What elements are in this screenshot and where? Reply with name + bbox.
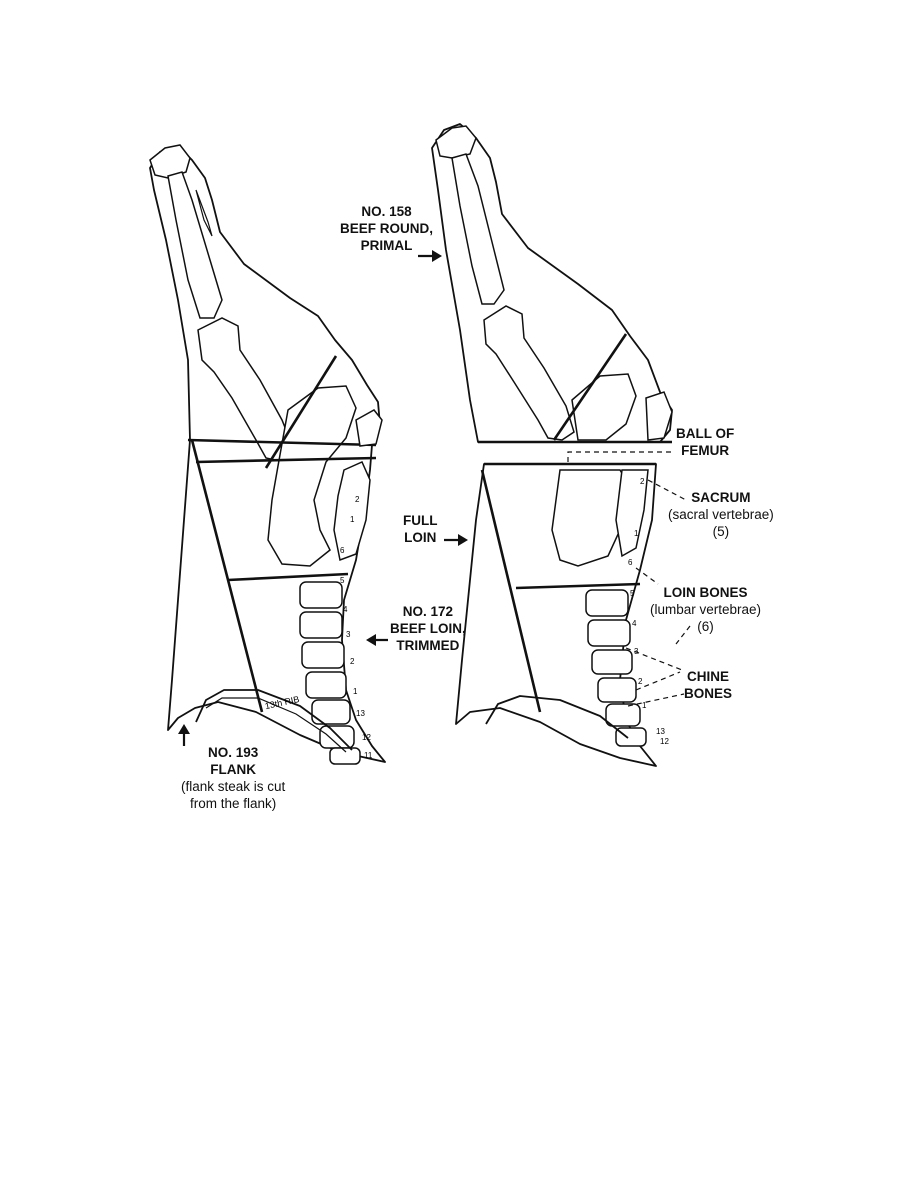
right-hindquarter: 5 4 3 2 1 13 12 6 1 2 <box>431 123 673 767</box>
svg-text:12: 12 <box>660 737 669 746</box>
ball-of-femur-label: BALL OF FEMUR <box>676 426 735 458</box>
svg-text:2: 2 <box>638 677 643 686</box>
svg-text:4: 4 <box>632 619 637 628</box>
beef-loin-label: NO. 172 BEEF LOIN, TRIMMED <box>390 604 466 653</box>
loin-bones-title: LOIN BONES <box>663 585 748 600</box>
arrows <box>178 250 468 746</box>
sacrum-label: SACRUM (sacral vertebrae) (5) <box>668 490 774 539</box>
svg-text:1: 1 <box>642 701 647 710</box>
leader-lines <box>567 451 691 707</box>
svg-text:2: 2 <box>350 657 355 666</box>
svg-text:1: 1 <box>353 687 358 696</box>
svg-text:2: 2 <box>640 477 645 486</box>
svg-text:5: 5 <box>340 576 345 585</box>
left-vertebra-numbers: 5 4 3 2 1 13 12 11 6 1 2 <box>340 495 373 760</box>
sacrum-title: SACRUM <box>691 490 751 505</box>
left-hindquarter: 13th RIB 5 4 3 2 1 13 12 11 6 1 2 <box>149 144 386 765</box>
svg-text:6: 6 <box>340 546 345 555</box>
flank-label: NO. 193 FLANK (flank steak is cut from t… <box>181 745 286 811</box>
left-lumbar-vertebrae <box>299 581 361 765</box>
svg-text:4: 4 <box>343 605 348 614</box>
full-loin-label: FULL LOIN <box>403 513 438 545</box>
svg-text:13: 13 <box>656 727 665 736</box>
svg-text:5: 5 <box>630 589 635 598</box>
svg-text:11: 11 <box>364 751 373 760</box>
svg-text:6: 6 <box>628 558 633 567</box>
round-label: NO. 158 BEEF ROUND, PRIMAL <box>340 204 434 253</box>
svg-text:13: 13 <box>356 709 365 718</box>
svg-text:2: 2 <box>355 495 360 504</box>
right-lumbar-vertebrae <box>585 589 647 747</box>
svg-text:1: 1 <box>350 515 355 524</box>
svg-text:1: 1 <box>634 529 639 538</box>
chine-bones-label: CHINE BONES <box>684 669 733 701</box>
loin-bones-label: LOIN BONES (lumbar vertebrae) (6) <box>650 585 762 634</box>
svg-text:12: 12 <box>362 733 371 742</box>
svg-text:3: 3 <box>346 630 351 639</box>
